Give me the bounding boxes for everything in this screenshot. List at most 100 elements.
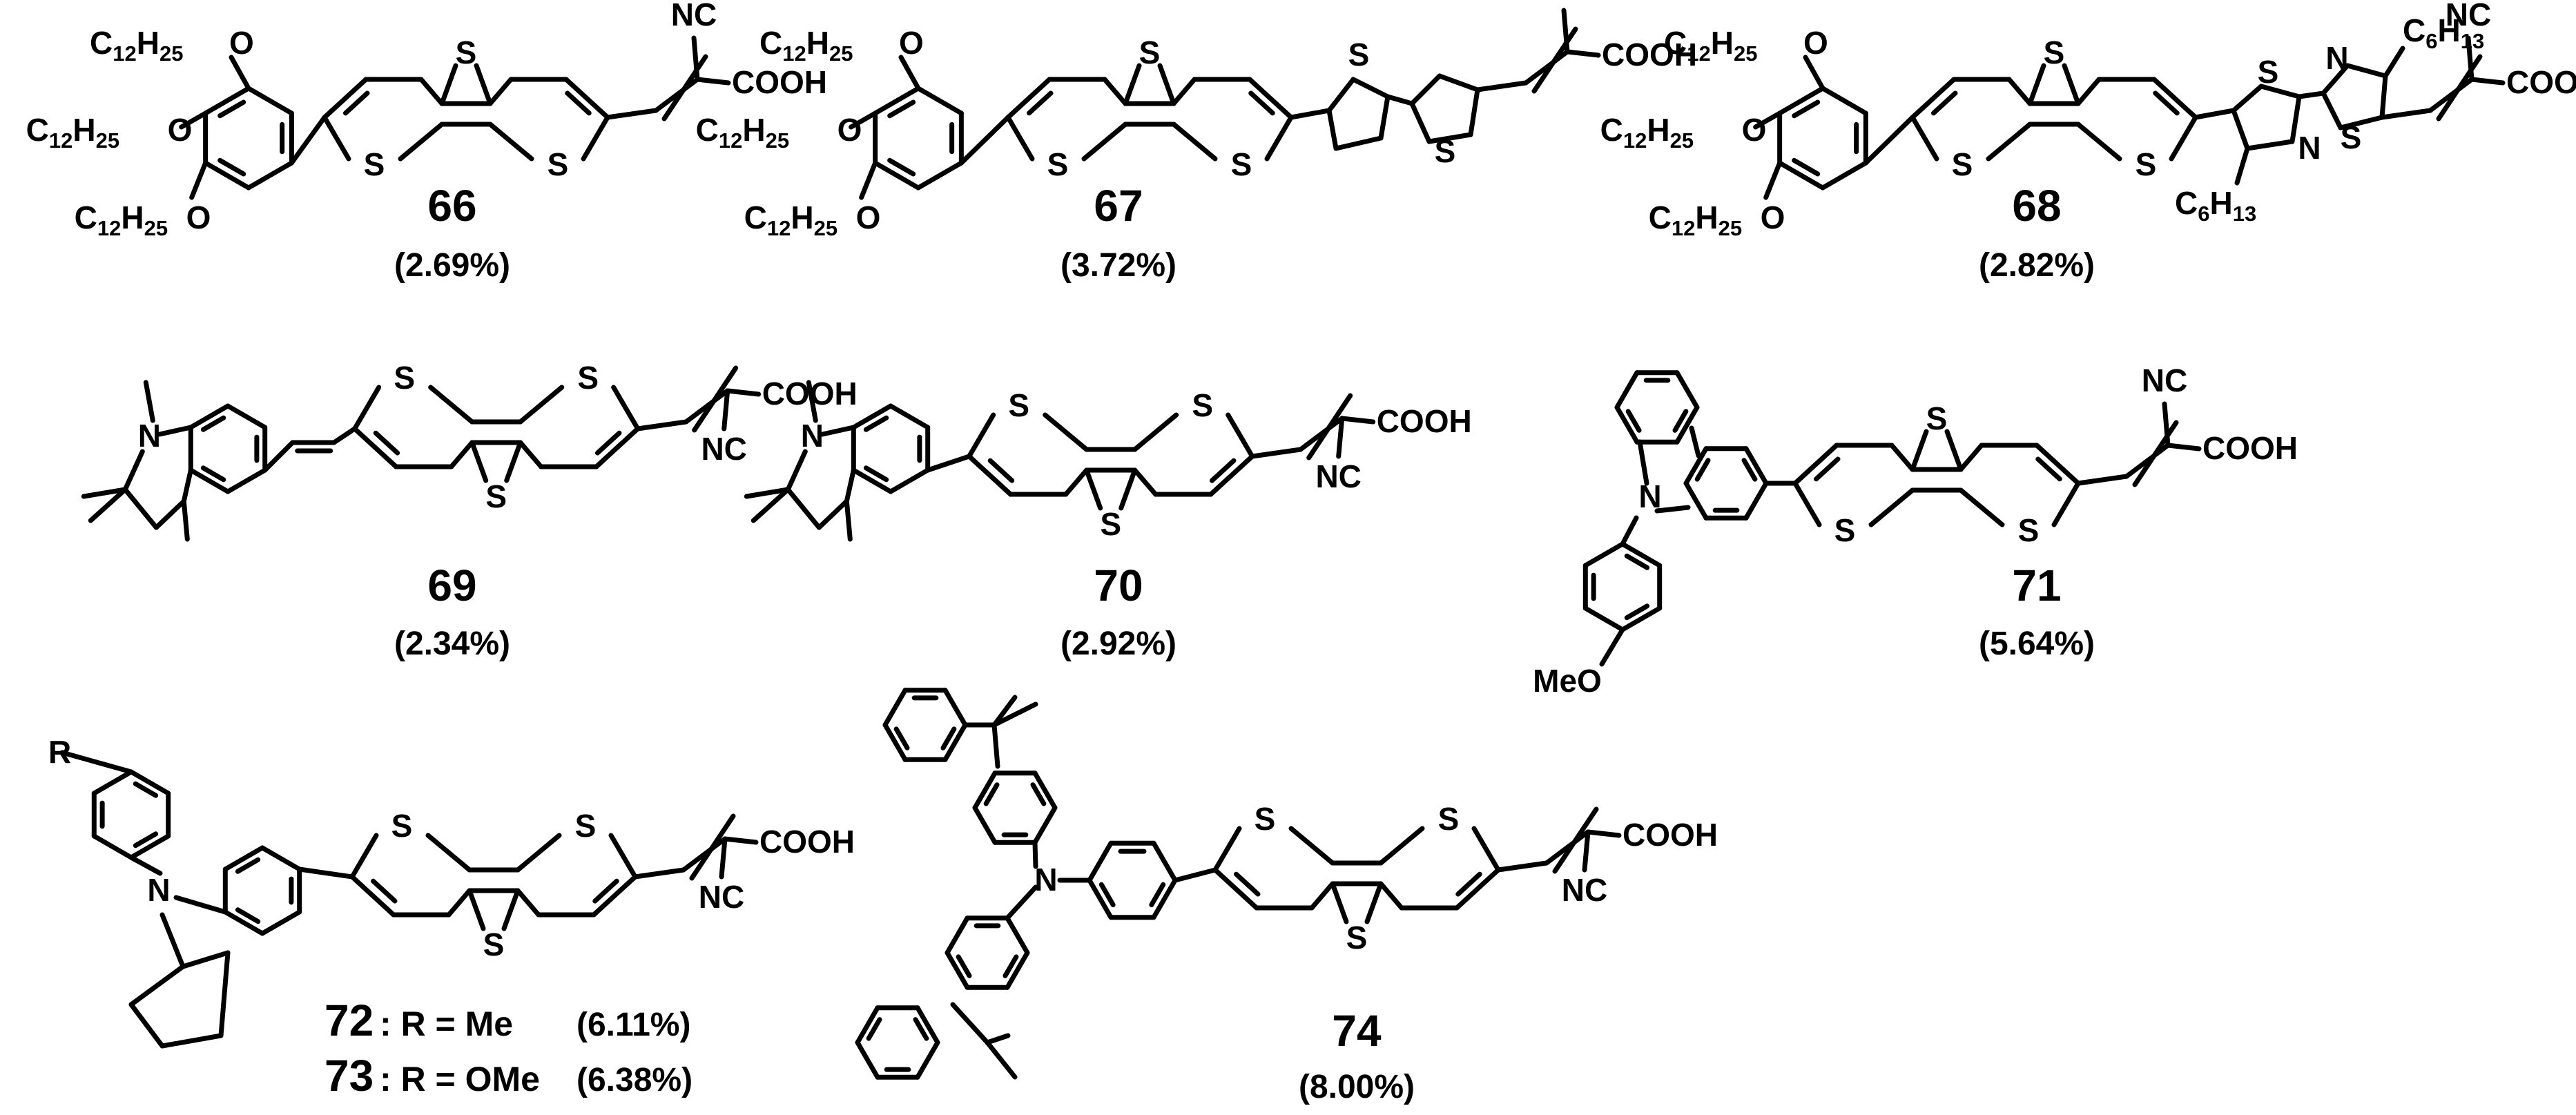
bond-line (888, 403, 931, 430)
bond-line (1683, 481, 1709, 521)
bond-line (1743, 481, 1769, 521)
bond-line (1288, 108, 1332, 120)
bond-line (501, 888, 521, 931)
bond-line (128, 769, 171, 796)
bond-line (1226, 412, 1255, 459)
bond-line (2034, 443, 2081, 486)
bond-line (972, 805, 998, 845)
bond-line (611, 385, 641, 432)
nitrogen-atom: N (147, 872, 170, 908)
bond-line (1212, 826, 1242, 873)
nitrogen-atom: N (801, 418, 824, 454)
bond-line (958, 115, 1011, 166)
bond-line (1149, 882, 1166, 908)
bond-line (1171, 77, 1197, 106)
bond-line (1674, 405, 1700, 445)
bond-line (2296, 90, 2326, 99)
bond-line (474, 63, 493, 106)
bond-line (1523, 49, 1570, 86)
bond-line (428, 385, 475, 425)
nitrogen-atom: N (2298, 130, 2321, 166)
sulfur-atom: S (548, 146, 569, 182)
sulfur-atom: S (1139, 35, 1161, 70)
compound-number-69: 69 (427, 561, 476, 610)
bond-line (983, 782, 1000, 806)
bond-line (1674, 370, 1700, 410)
nitrile-group: NC (1562, 872, 1607, 908)
nitrogen-atom: N (1034, 862, 1057, 898)
bond-line (1958, 487, 2005, 527)
oxygen-atom: O (1761, 200, 1785, 235)
sulfur-atom: S (483, 927, 505, 962)
bond-line (180, 950, 231, 969)
bond-line (1326, 77, 1356, 113)
bond-line (188, 467, 231, 494)
bond-line (235, 907, 261, 924)
bond-line (1454, 867, 1501, 911)
dodecyl-chain: C12H25 (26, 112, 119, 153)
bond-line (91, 833, 134, 860)
bond-line (1081, 122, 1128, 162)
compound-efficiency-69: (2.34%) (394, 626, 510, 662)
bond-line (203, 86, 251, 116)
bond-line (1743, 446, 1769, 486)
bond-line (2165, 443, 2202, 452)
bond-line (1958, 443, 1984, 472)
bond-line (913, 1017, 929, 1041)
bond-line (2006, 77, 2033, 106)
bond-line (1171, 122, 1218, 162)
sulfur-atom: S (577, 360, 599, 396)
bond-line (2234, 146, 2250, 186)
bond-line (1350, 77, 1391, 99)
bond-line (925, 454, 972, 473)
bond-line (246, 86, 294, 116)
bond-line (2193, 108, 2236, 120)
bond-line (1333, 135, 1384, 151)
bond-line (2027, 63, 2046, 106)
sulfur-atom: S (1834, 512, 1856, 548)
carboxylic-acid-group: COOH (759, 824, 855, 860)
bond-line (1763, 160, 1783, 200)
sulfur-atom: S (456, 35, 477, 70)
bond-line (855, 1040, 880, 1080)
bond-line (518, 440, 544, 469)
bond-line (816, 498, 849, 530)
bond-line (887, 99, 916, 119)
carboxylic-acid-group: COOH (762, 376, 858, 411)
bond-line (820, 425, 856, 437)
bond-line (1409, 73, 1442, 106)
bond-line (260, 845, 302, 872)
bond-line (159, 912, 186, 969)
bond-line (1005, 115, 1035, 162)
oxygen-atom: O (1803, 25, 1828, 61)
bond-line (1084, 467, 1103, 511)
nitrile-group: NC (2142, 362, 2187, 398)
bond-line (173, 895, 228, 915)
bond-line (122, 487, 159, 530)
bond-line (1151, 840, 1178, 883)
bond-line (661, 54, 708, 122)
bond-line (179, 110, 209, 130)
bond-line (122, 449, 145, 492)
bond-line (2051, 481, 2081, 527)
bond-line (915, 1040, 940, 1080)
bond-line (750, 487, 791, 523)
oxygen-atom: O (856, 200, 881, 235)
dodecyl-chain: C12H25 (75, 200, 168, 240)
bond-line (722, 836, 759, 845)
bond-line (1234, 871, 1261, 897)
bond-line (1475, 80, 1529, 93)
bond-line (2379, 108, 2433, 120)
dodecyl-chain: C12H25 (696, 112, 789, 153)
bond-line (1005, 77, 1052, 120)
compound-efficiency-66: (2.69%) (394, 247, 510, 284)
bond-line (1151, 878, 1178, 920)
bond-line (695, 77, 731, 86)
bond-line (2379, 73, 2388, 120)
dodecyl-chain: C12H25 (1600, 112, 1694, 153)
bond-line (605, 108, 659, 120)
bond-line (128, 855, 163, 876)
bond-line (967, 412, 996, 459)
bond-line (225, 467, 268, 494)
dodecyl-chain: C12H25 (90, 25, 183, 66)
